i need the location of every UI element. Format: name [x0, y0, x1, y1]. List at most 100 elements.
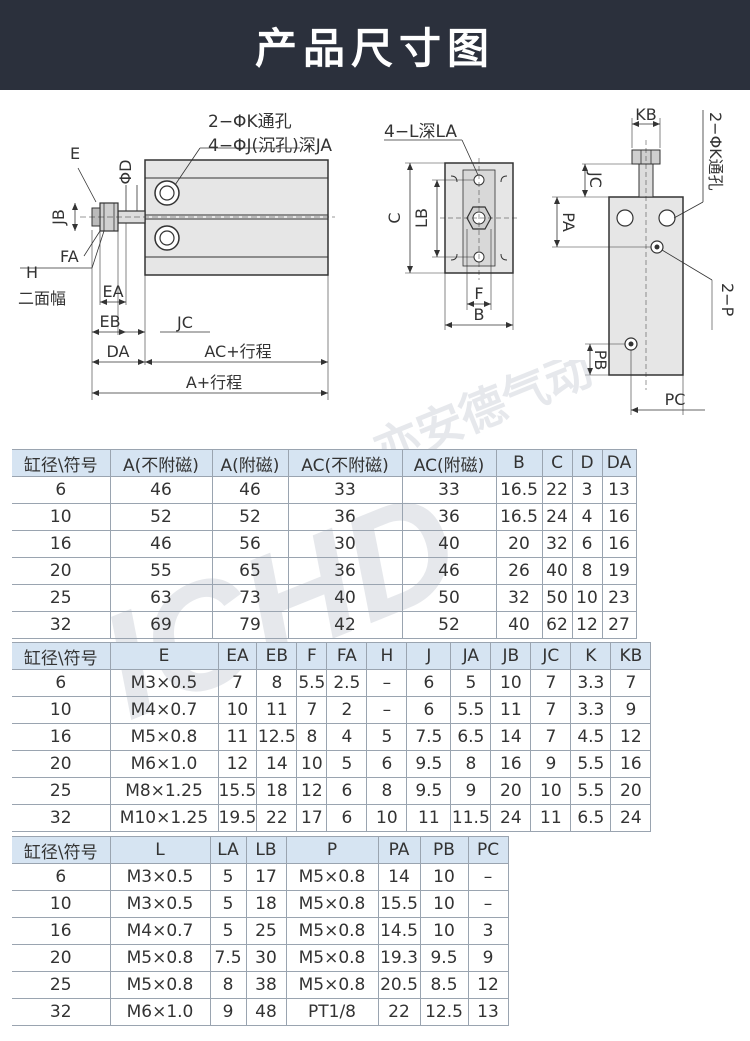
- dimension-drawing: 2−ΦK通孔 4−ΦJ(沉孔)深JA ΦD E JB FA H 二面幅 EA E…: [18, 105, 737, 415]
- dimension-cell: 20.5: [377, 971, 421, 999]
- dimension-cell: 9: [610, 696, 652, 724]
- dimension-cell: M6×1.0: [109, 750, 219, 778]
- dimension-cell: M5×0.8: [285, 917, 379, 945]
- label-ea: EA: [102, 282, 123, 301]
- label-b: B: [474, 305, 485, 324]
- note-k-through-hole: 2−ΦK通孔: [208, 112, 292, 132]
- dimension-cell: M6×1.0: [109, 998, 211, 1026]
- dimension-cell: 12.5: [256, 723, 298, 751]
- dimension-cell: 10: [571, 584, 603, 612]
- dimension-cell: 10: [419, 917, 469, 945]
- dimension-cell: 17: [245, 863, 287, 891]
- table3-header-row: 缸径\符号 L LA LB P PA PB PC: [12, 836, 509, 864]
- label-pc: PC: [665, 390, 686, 409]
- label-h: H: [26, 263, 38, 282]
- dimension-cell: 9.5: [406, 777, 452, 805]
- dimension-cell: 6.5: [570, 804, 612, 832]
- table2-header: 缸径\符号: [12, 642, 111, 670]
- dimension-cell: 14.5: [377, 917, 421, 945]
- dimension-cell: 10: [296, 750, 328, 778]
- dimension-cell: 20: [490, 777, 532, 805]
- dimension-cell: 7: [610, 669, 652, 697]
- dimension-cell: 17: [296, 804, 328, 832]
- dimension-cell: 24: [541, 503, 573, 531]
- dimension-cell: 32: [495, 584, 543, 612]
- dimension-cell: 36: [287, 557, 403, 585]
- bore-size-cell: 20: [12, 944, 111, 972]
- bore-size-cell: 16: [12, 530, 111, 558]
- dimension-cell: 8: [366, 777, 408, 805]
- title-banner: 产品尺寸图: [0, 0, 750, 90]
- bore-size-cell: 20: [12, 557, 111, 585]
- bore-size-cell: 6: [12, 476, 111, 504]
- label-eb: EB: [99, 312, 120, 331]
- table1-header: AC(附磁): [401, 449, 497, 477]
- bore-size-cell: 10: [12, 503, 111, 531]
- dimension-cell: 52: [401, 611, 497, 639]
- dimension-cell: 19: [601, 557, 637, 585]
- table2-header: J: [406, 642, 452, 670]
- table3-header: P: [285, 836, 379, 864]
- dimension-cell: 32: [541, 530, 573, 558]
- dimension-cell: 4: [326, 723, 368, 751]
- dimension-cell: M3×0.5: [109, 890, 211, 918]
- dimension-cell: 8.5: [419, 971, 469, 999]
- bore-size-cell: 6: [12, 863, 111, 891]
- piston-rod: [117, 210, 146, 224]
- label-two-flats: 二面幅: [18, 289, 66, 308]
- dimension-cell: 5: [326, 750, 368, 778]
- dimension-cell: 5.5: [570, 750, 612, 778]
- label-pb: PB: [591, 350, 610, 371]
- bore-size-cell: 32: [12, 804, 111, 832]
- table1-header: C: [541, 449, 573, 477]
- bore-size-cell: 25: [12, 584, 111, 612]
- dimension-cell: 14: [377, 863, 421, 891]
- dimension-cell: 12: [571, 611, 603, 639]
- table1-header: AC(不附磁): [287, 449, 403, 477]
- dimension-cell: 6: [406, 669, 452, 697]
- dimension-cell: –: [366, 669, 408, 697]
- dimension-cell: M8×1.25: [109, 777, 219, 805]
- dimension-cell: 2.5: [326, 669, 368, 697]
- page-title: 产品尺寸图: [254, 23, 495, 73]
- dimension-cell: 15.5: [377, 890, 421, 918]
- cylinder-body: [144, 159, 329, 276]
- dimension-cell: 12.5: [419, 998, 469, 1026]
- dimension-cell: 22: [256, 804, 298, 832]
- dimension-cell: 9: [450, 777, 492, 805]
- bore-size-cell: 16: [12, 917, 111, 945]
- dimension-cell: M3×0.5: [109, 863, 211, 891]
- dimension-cell: 6.5: [450, 723, 492, 751]
- dimension-cell: 50: [401, 584, 497, 612]
- dimension-cell: 9.5: [406, 750, 452, 778]
- dimension-cell: 36: [401, 503, 497, 531]
- label-fa: FA: [60, 247, 79, 266]
- label-da: DA: [107, 342, 130, 361]
- dimension-cell: 13: [601, 476, 637, 504]
- bore-size-cell: 6: [12, 669, 111, 697]
- dimension-cell: 16.5: [495, 503, 543, 531]
- note-k-through-hole-top: 2−ΦK通孔: [706, 112, 725, 191]
- dimension-cell: 24: [490, 804, 532, 832]
- dimension-cell: 7: [530, 669, 572, 697]
- dimension-cell: 6: [366, 750, 408, 778]
- dimension-cell: 23: [601, 584, 637, 612]
- dimension-cell: 9: [530, 750, 572, 778]
- table3-header: LB: [245, 836, 287, 864]
- table1-header: B: [495, 449, 543, 477]
- dimension-cell: 40: [495, 611, 543, 639]
- dimension-cell: 33: [287, 476, 403, 504]
- dimension-cell: M4×0.7: [109, 696, 219, 724]
- note-l-depth: 4−L深LA: [384, 122, 457, 142]
- dimension-cell: 7: [530, 723, 572, 751]
- dimension-cell: 24: [610, 804, 652, 832]
